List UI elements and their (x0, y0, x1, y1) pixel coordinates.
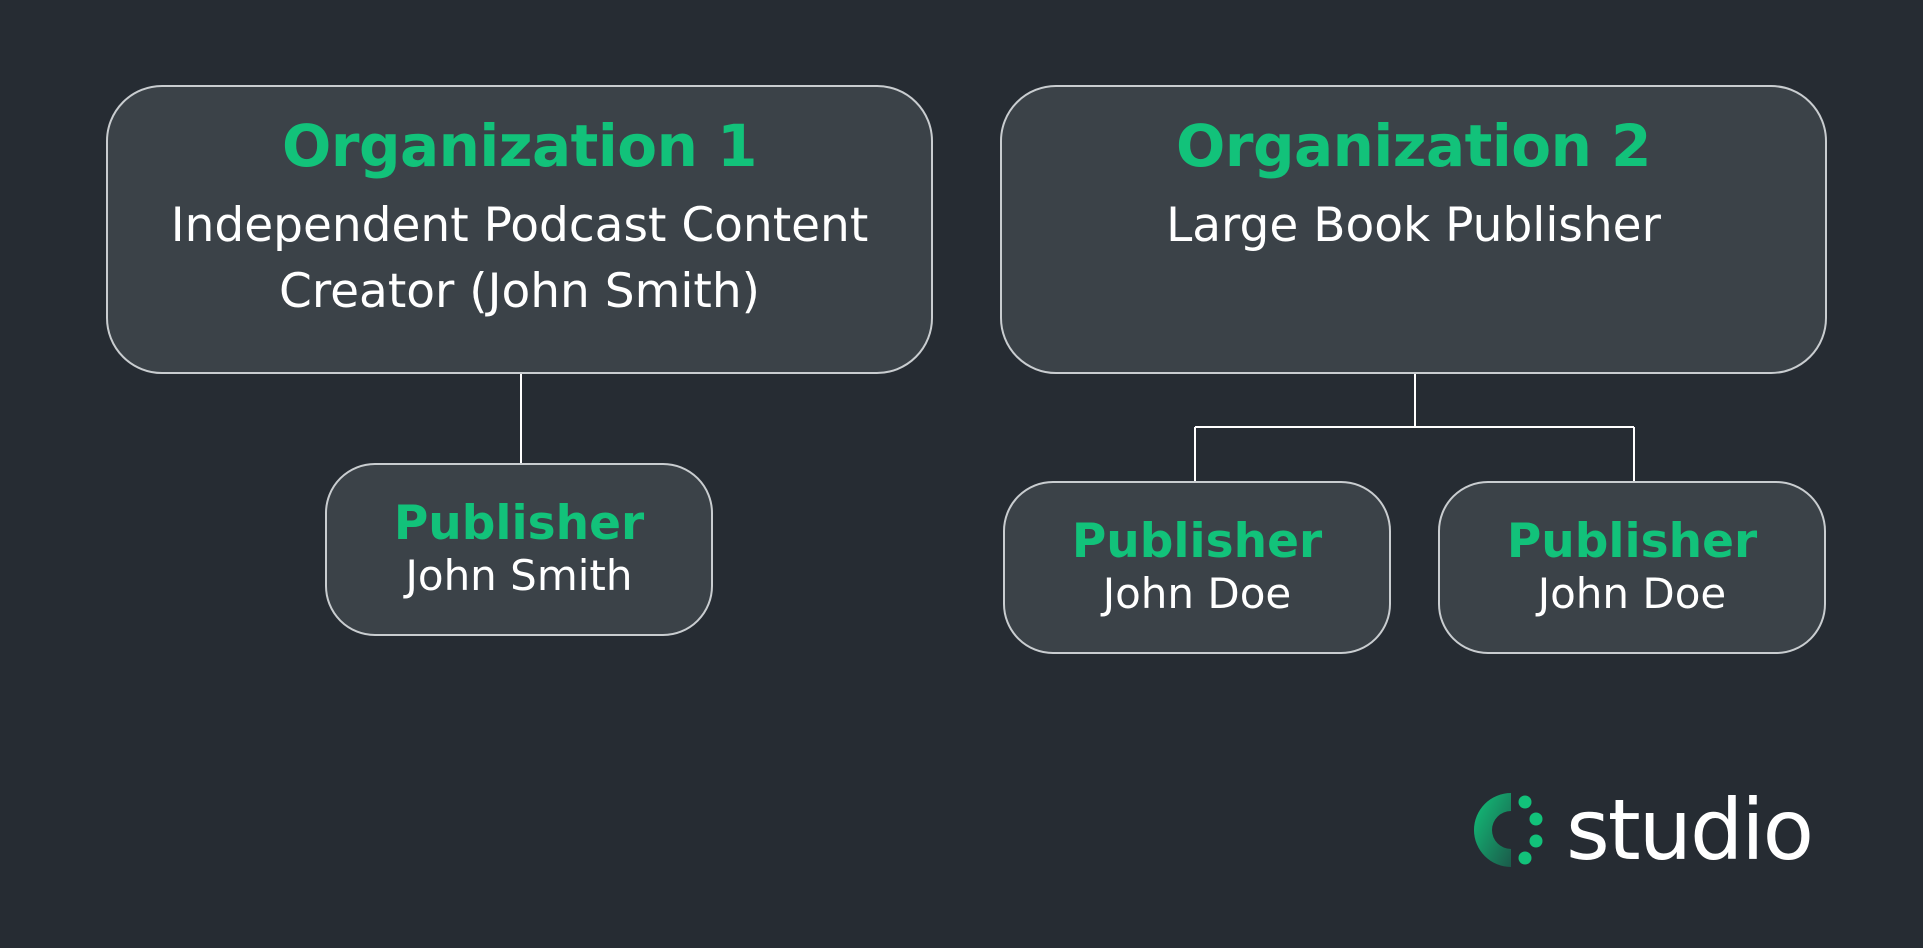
publisher-role: Publisher (1506, 514, 1758, 570)
organization-1-box: Organization 1 Independent Podcast Conte… (106, 85, 933, 374)
studio-logo: studio (1470, 781, 1814, 879)
publisher-name: John Doe (1537, 569, 1727, 619)
organization-1-title: Organization 1 (282, 112, 757, 180)
organization-2-description: Large Book Publisher (1166, 193, 1661, 259)
organization-2-box: Organization 2 Large Book Publisher (1000, 85, 1827, 374)
studio-logo-icon (1473, 793, 1543, 867)
organization-1-description-line-2: Creator (John Smith) (279, 263, 760, 319)
publisher-box-org2-1: Publisher John Doe (1003, 481, 1391, 654)
publisher-name: John Smith (405, 551, 633, 601)
publisher-role: Publisher (393, 496, 645, 552)
organization-1-description-line-1: Independent Podcast Content (170, 197, 869, 253)
organization-1-description: Independent Podcast Content Creator (Joh… (171, 193, 869, 325)
organization-2-title: Organization 2 (1176, 112, 1651, 180)
publisher-role: Publisher (1071, 514, 1323, 570)
publisher-box-org2-2: Publisher John Doe (1438, 481, 1826, 654)
organization-2-description-line-1: Large Book Publisher (1166, 197, 1661, 253)
publisher-box-org1: Publisher John Smith (325, 463, 713, 636)
studio-wordmark: studio (1566, 781, 1814, 879)
publisher-name: John Doe (1102, 569, 1292, 619)
